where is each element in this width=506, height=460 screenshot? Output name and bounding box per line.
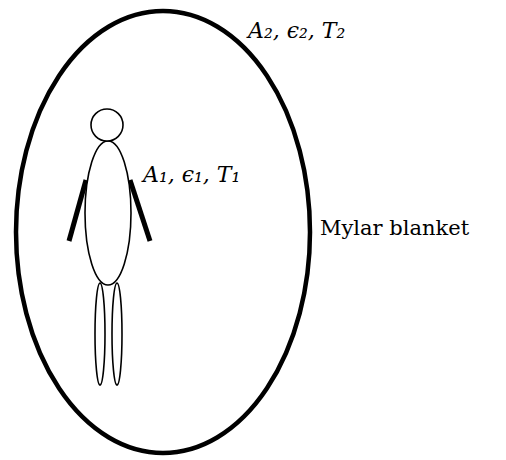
person [69, 109, 150, 385]
right-leg [112, 283, 122, 385]
right-arm [130, 180, 150, 241]
mylar-blanket [16, 11, 310, 453]
body-surface-label: A₁, ϵ₁, T₁ [143, 163, 240, 187]
left-arm [69, 180, 86, 241]
head [91, 109, 123, 141]
outer-surface-label: A₂, ϵ₂, T₂ [248, 19, 345, 43]
torso [85, 141, 131, 285]
left-leg [95, 283, 105, 385]
blanket-label: Mylar blanket [320, 217, 469, 240]
